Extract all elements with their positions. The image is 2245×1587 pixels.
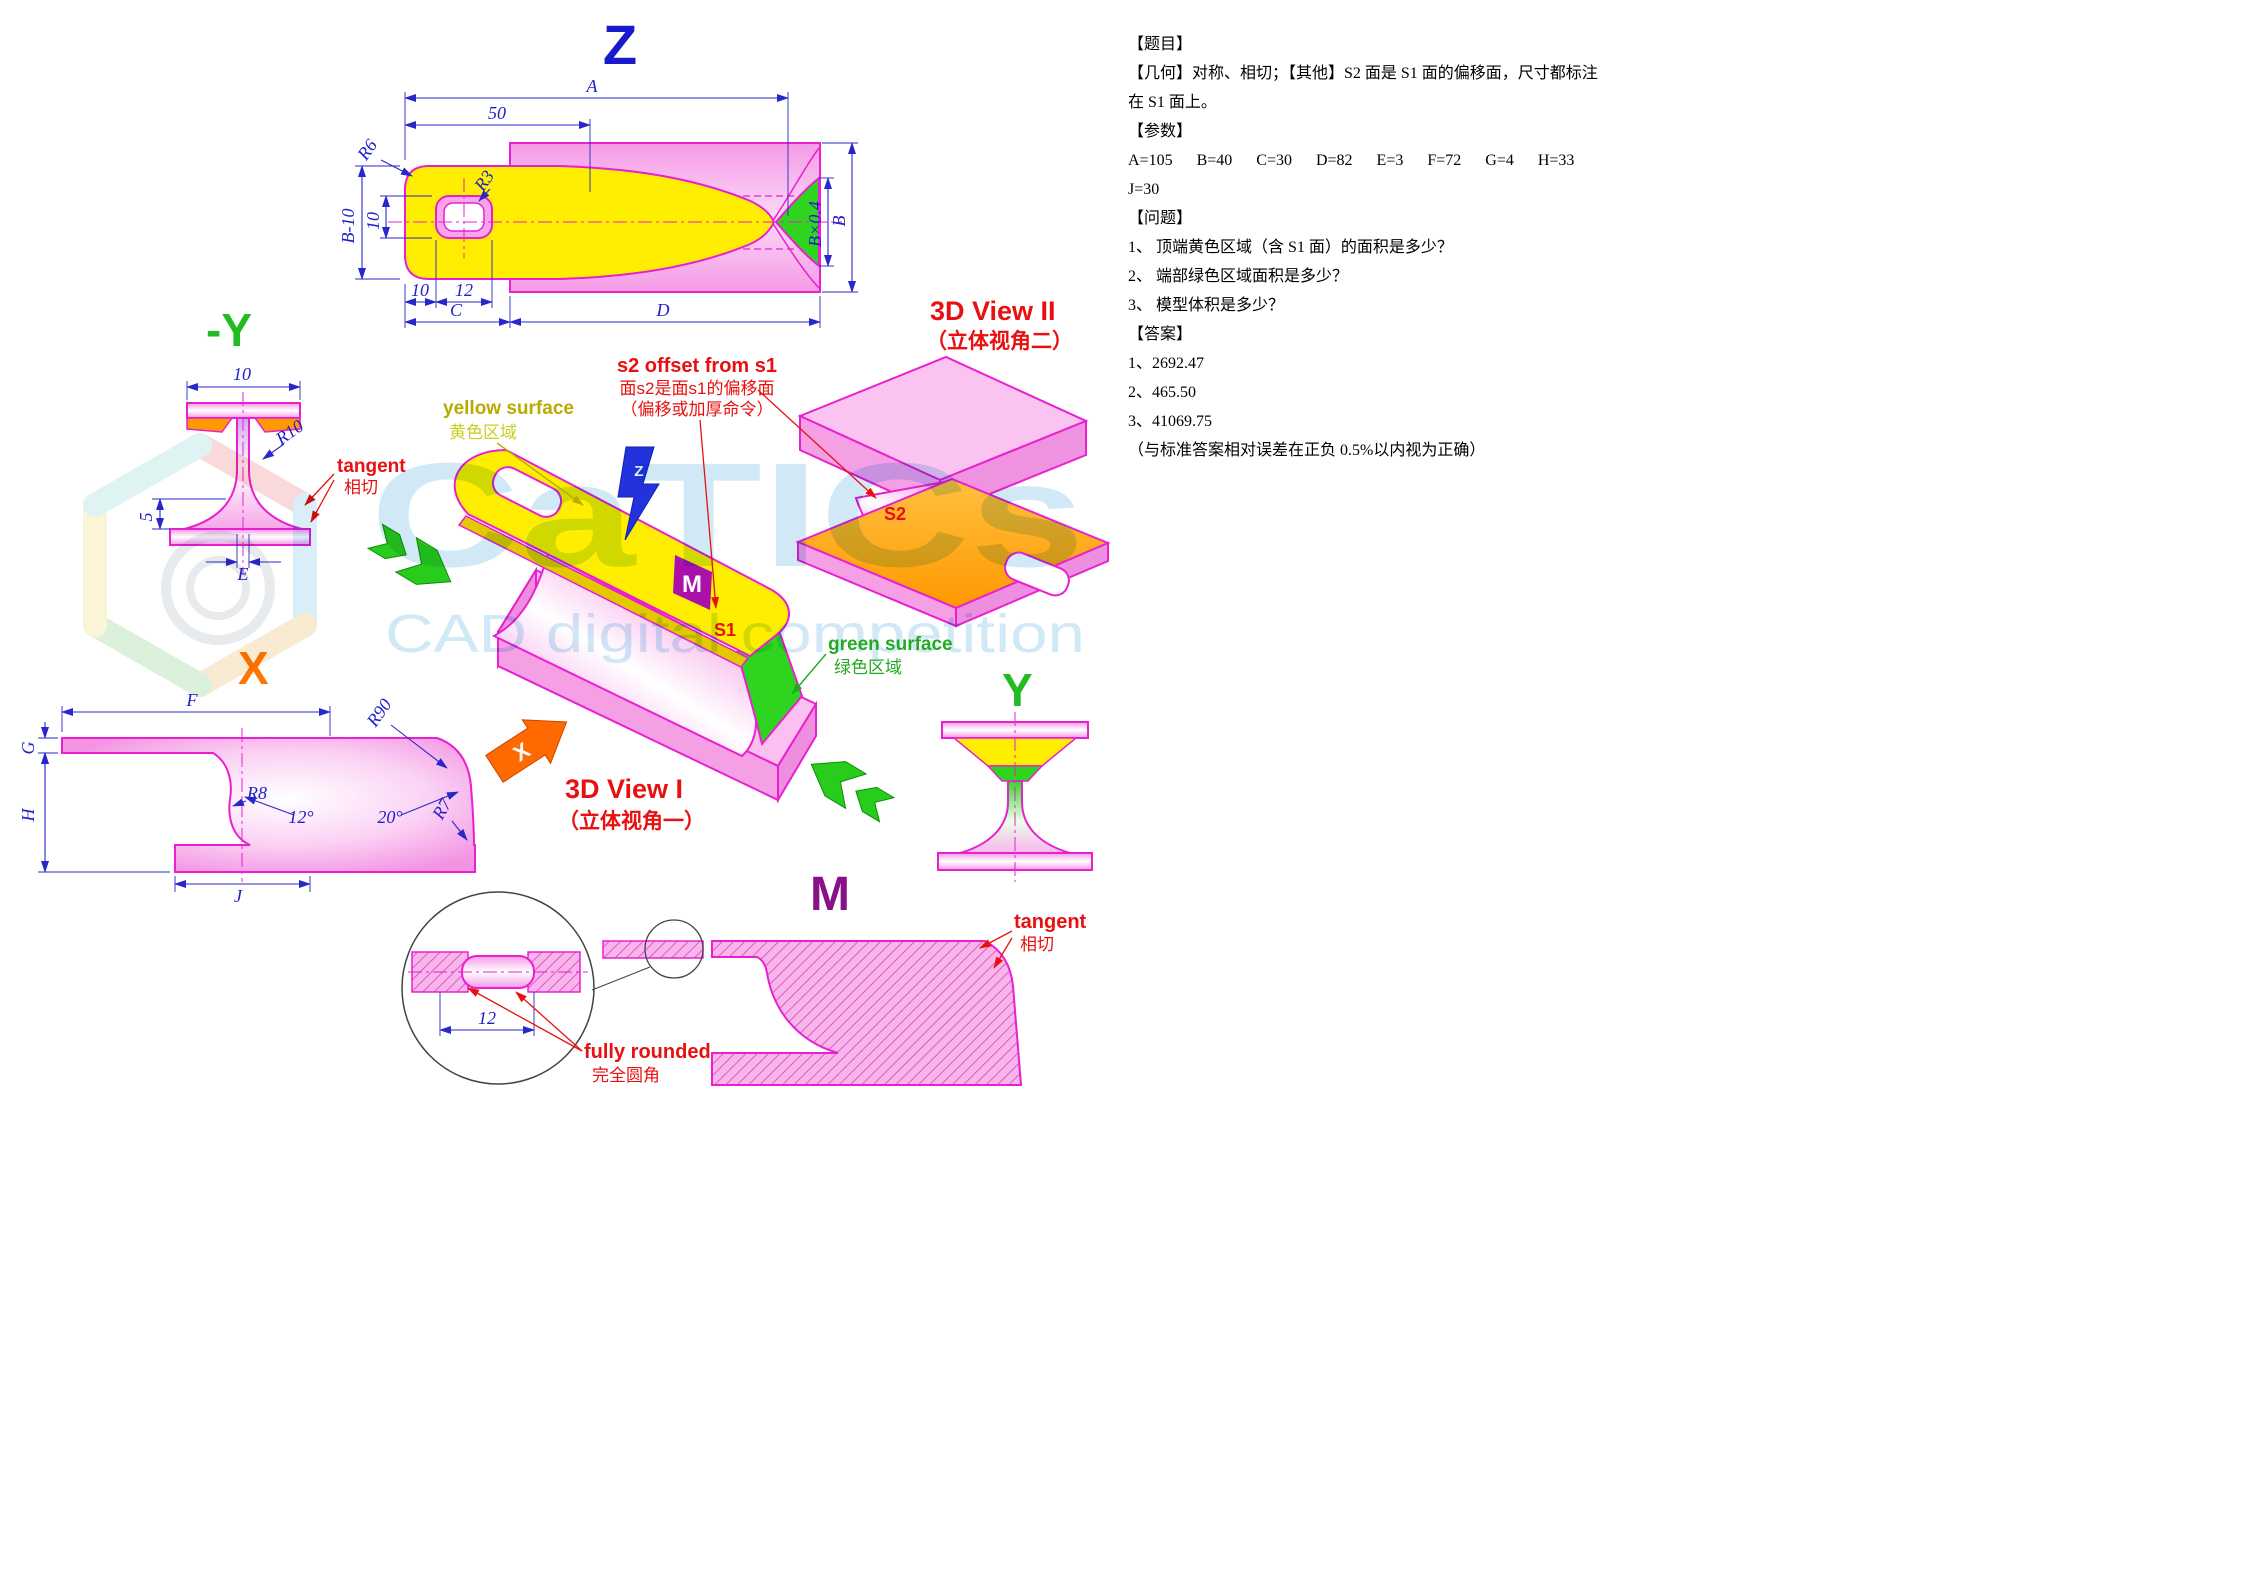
watermark-brand: CaTICs xyxy=(370,433,1085,598)
fully-rounded-label-cn: 完全圆角 xyxy=(592,1066,660,1085)
y-view: Y xyxy=(937,664,1093,882)
panel-geometry-line1: 【几何】对称、相切；【其他】S2 面是 S1 面的偏移面，尺寸都标注 xyxy=(1128,65,1598,82)
dim-12-bottom: 12 xyxy=(455,280,473,300)
catics-logo xyxy=(83,433,317,697)
dim-Bx0.4: B×0.4 xyxy=(805,201,825,247)
m-main-section xyxy=(711,940,1023,1086)
dim-B-10: B-10 xyxy=(338,209,358,244)
panel-answer-2: 2、465.50 xyxy=(1128,384,1197,401)
fully-rounded-label: fully rounded xyxy=(584,1041,711,1063)
green-surface-label-cn: 绿色区域 xyxy=(834,658,902,677)
v1-slot-hole xyxy=(491,466,563,518)
watermark-tagline: CAD digital competition xyxy=(385,604,1085,664)
logo-gear-inner xyxy=(186,556,250,620)
green-surface-label: green surface xyxy=(828,634,953,655)
m-dim-12: 12 xyxy=(439,992,535,1036)
dim-G: G xyxy=(18,742,38,755)
watermark: CaTICs CAD digital competition xyxy=(83,433,1085,697)
y-axis-label: Y xyxy=(1002,664,1033,716)
dim-m-12: 12 xyxy=(478,1008,496,1028)
minus-y-direction-arrow xyxy=(366,523,452,585)
m-tangent-annotation: tangent 相切 xyxy=(979,911,1087,969)
view-3d-1: M Z X xyxy=(366,446,896,823)
z-direction-arrow xyxy=(617,446,660,541)
panel-answer-3: 3、41069.75 xyxy=(1128,413,1213,430)
s1-label: S1 xyxy=(714,620,736,640)
s2-label: S2 xyxy=(884,504,906,524)
m-view: M 12 fully rounded 完全圆角 tangent 相切 xyxy=(401,868,1087,1086)
minus-y-view: -Y 10 R10 5 E tangent 相切 xyxy=(136,304,406,584)
view-3d-2 xyxy=(795,355,1111,628)
dim-J: J xyxy=(234,886,243,906)
v1-m-letter: M xyxy=(682,571,702,598)
yellow-surface-label-cn: 黄色区域 xyxy=(449,423,517,442)
my-orange-left xyxy=(186,417,234,433)
dim-10-bottom: 10 xyxy=(411,280,429,300)
dim-A: A xyxy=(586,76,599,96)
v1-m-patch xyxy=(673,555,712,610)
view2-subtitle: （立体视角二） xyxy=(926,329,1073,353)
m-detail-rounded-slot xyxy=(461,955,535,989)
panel-params-line1: A=105 B=40 C=30 D=82 E=3 F=72 G=4 H=33 xyxy=(1128,152,1575,169)
m-detail-connector xyxy=(591,966,651,991)
panel-question-3: 3、 模型体积是多少？ xyxy=(1128,297,1285,314)
v1-plate-edge xyxy=(457,515,750,668)
panel-params-header: 【参数】 xyxy=(1128,123,1193,140)
panel-tolerance-note: （与标准答案相对误差在正负 0.5%以内视为正确） xyxy=(1128,442,1486,459)
m-locator-circle xyxy=(644,919,704,979)
panel-questions-header: 【问题】 xyxy=(1128,210,1193,227)
tangent-label-cn: 相切 xyxy=(344,478,378,497)
dim-5: 5 xyxy=(136,513,156,522)
dim-H: H xyxy=(18,808,38,823)
dim-12deg: 12° xyxy=(288,807,313,827)
v2-slot-hole xyxy=(1004,551,1070,597)
yellow-surface-label: yellow surface xyxy=(443,398,574,419)
panel-question-1: 1、 顶端黄色区域（含 S1 面）的面积是多少？ xyxy=(1128,239,1453,256)
dim-50: 50 xyxy=(488,103,506,123)
minus-y-axis-label: -Y xyxy=(206,304,252,356)
dim-10-left: 10 xyxy=(363,212,383,230)
panel-answers-header: 【答案】 xyxy=(1128,326,1193,343)
tangent-label: tangent xyxy=(337,456,406,477)
x-profile xyxy=(61,737,476,873)
v1-base-right-face xyxy=(777,700,817,804)
m-tangent-label: tangent xyxy=(1014,911,1087,933)
s2-offset-label-cn1: 面s2是面s1的偏移面 xyxy=(620,379,775,398)
x-view: X F G H R90 R8 12° 20° R7 xyxy=(18,642,476,906)
dim-20deg: 20° xyxy=(377,807,402,827)
cad-drawing-canvas: Z A 50 R6 R3 B-10 xyxy=(18,13,1111,1086)
view1-subtitle: （立体视角一） xyxy=(558,809,705,833)
dim-D: D xyxy=(656,300,670,320)
z-direction-arrow-letter: Z xyxy=(634,463,643,480)
my-orange-right xyxy=(253,417,301,433)
panel-title-header: 【题目】 xyxy=(1128,36,1193,53)
fully-rounded-annotation: fully rounded 完全圆角 xyxy=(467,987,711,1085)
panel-geometry-line2: 在 S1 面上。 xyxy=(1128,94,1217,111)
m-left-bar xyxy=(602,940,704,959)
m-tangent-label-cn: 相切 xyxy=(1020,935,1054,954)
x-direction-arrow: X xyxy=(485,719,568,783)
panel-question-2: 2、 端部绿色区域面积是多少？ xyxy=(1128,268,1349,285)
dim-R6: R6 xyxy=(353,136,381,165)
dim-C: C xyxy=(450,300,463,320)
y-direction-arrow xyxy=(810,761,896,823)
z-view: Z A 50 R6 R3 B-10 xyxy=(338,13,858,328)
dim-B: B xyxy=(829,216,849,227)
dim-R8: R8 xyxy=(246,783,267,803)
view2-title: 3D View II xyxy=(930,296,1056,326)
dim-my-10: 10 xyxy=(233,364,251,384)
z-axis-label: Z xyxy=(603,13,637,76)
logo-gear-outer xyxy=(161,531,275,645)
panel-params-line2: J=30 xyxy=(1128,181,1160,198)
problem-panel: 【题目】 【几何】对称、相切；【其他】S2 面是 S1 面的偏移面，尺寸都标注 … xyxy=(1128,30,1628,465)
s2-offset-label: s2 offset from s1 xyxy=(617,355,777,377)
panel-answer-1: 1、2692.47 xyxy=(1128,355,1205,372)
view1-title: 3D View I xyxy=(565,774,683,804)
dim-R90: R90 xyxy=(362,695,396,731)
callouts: yellow surface 黄色区域 s2 offset from s1 面s… xyxy=(443,296,1073,833)
m-axis-label: M xyxy=(810,868,850,921)
s2-offset-label-cn2: （偏移或加厚命令） xyxy=(621,400,774,419)
